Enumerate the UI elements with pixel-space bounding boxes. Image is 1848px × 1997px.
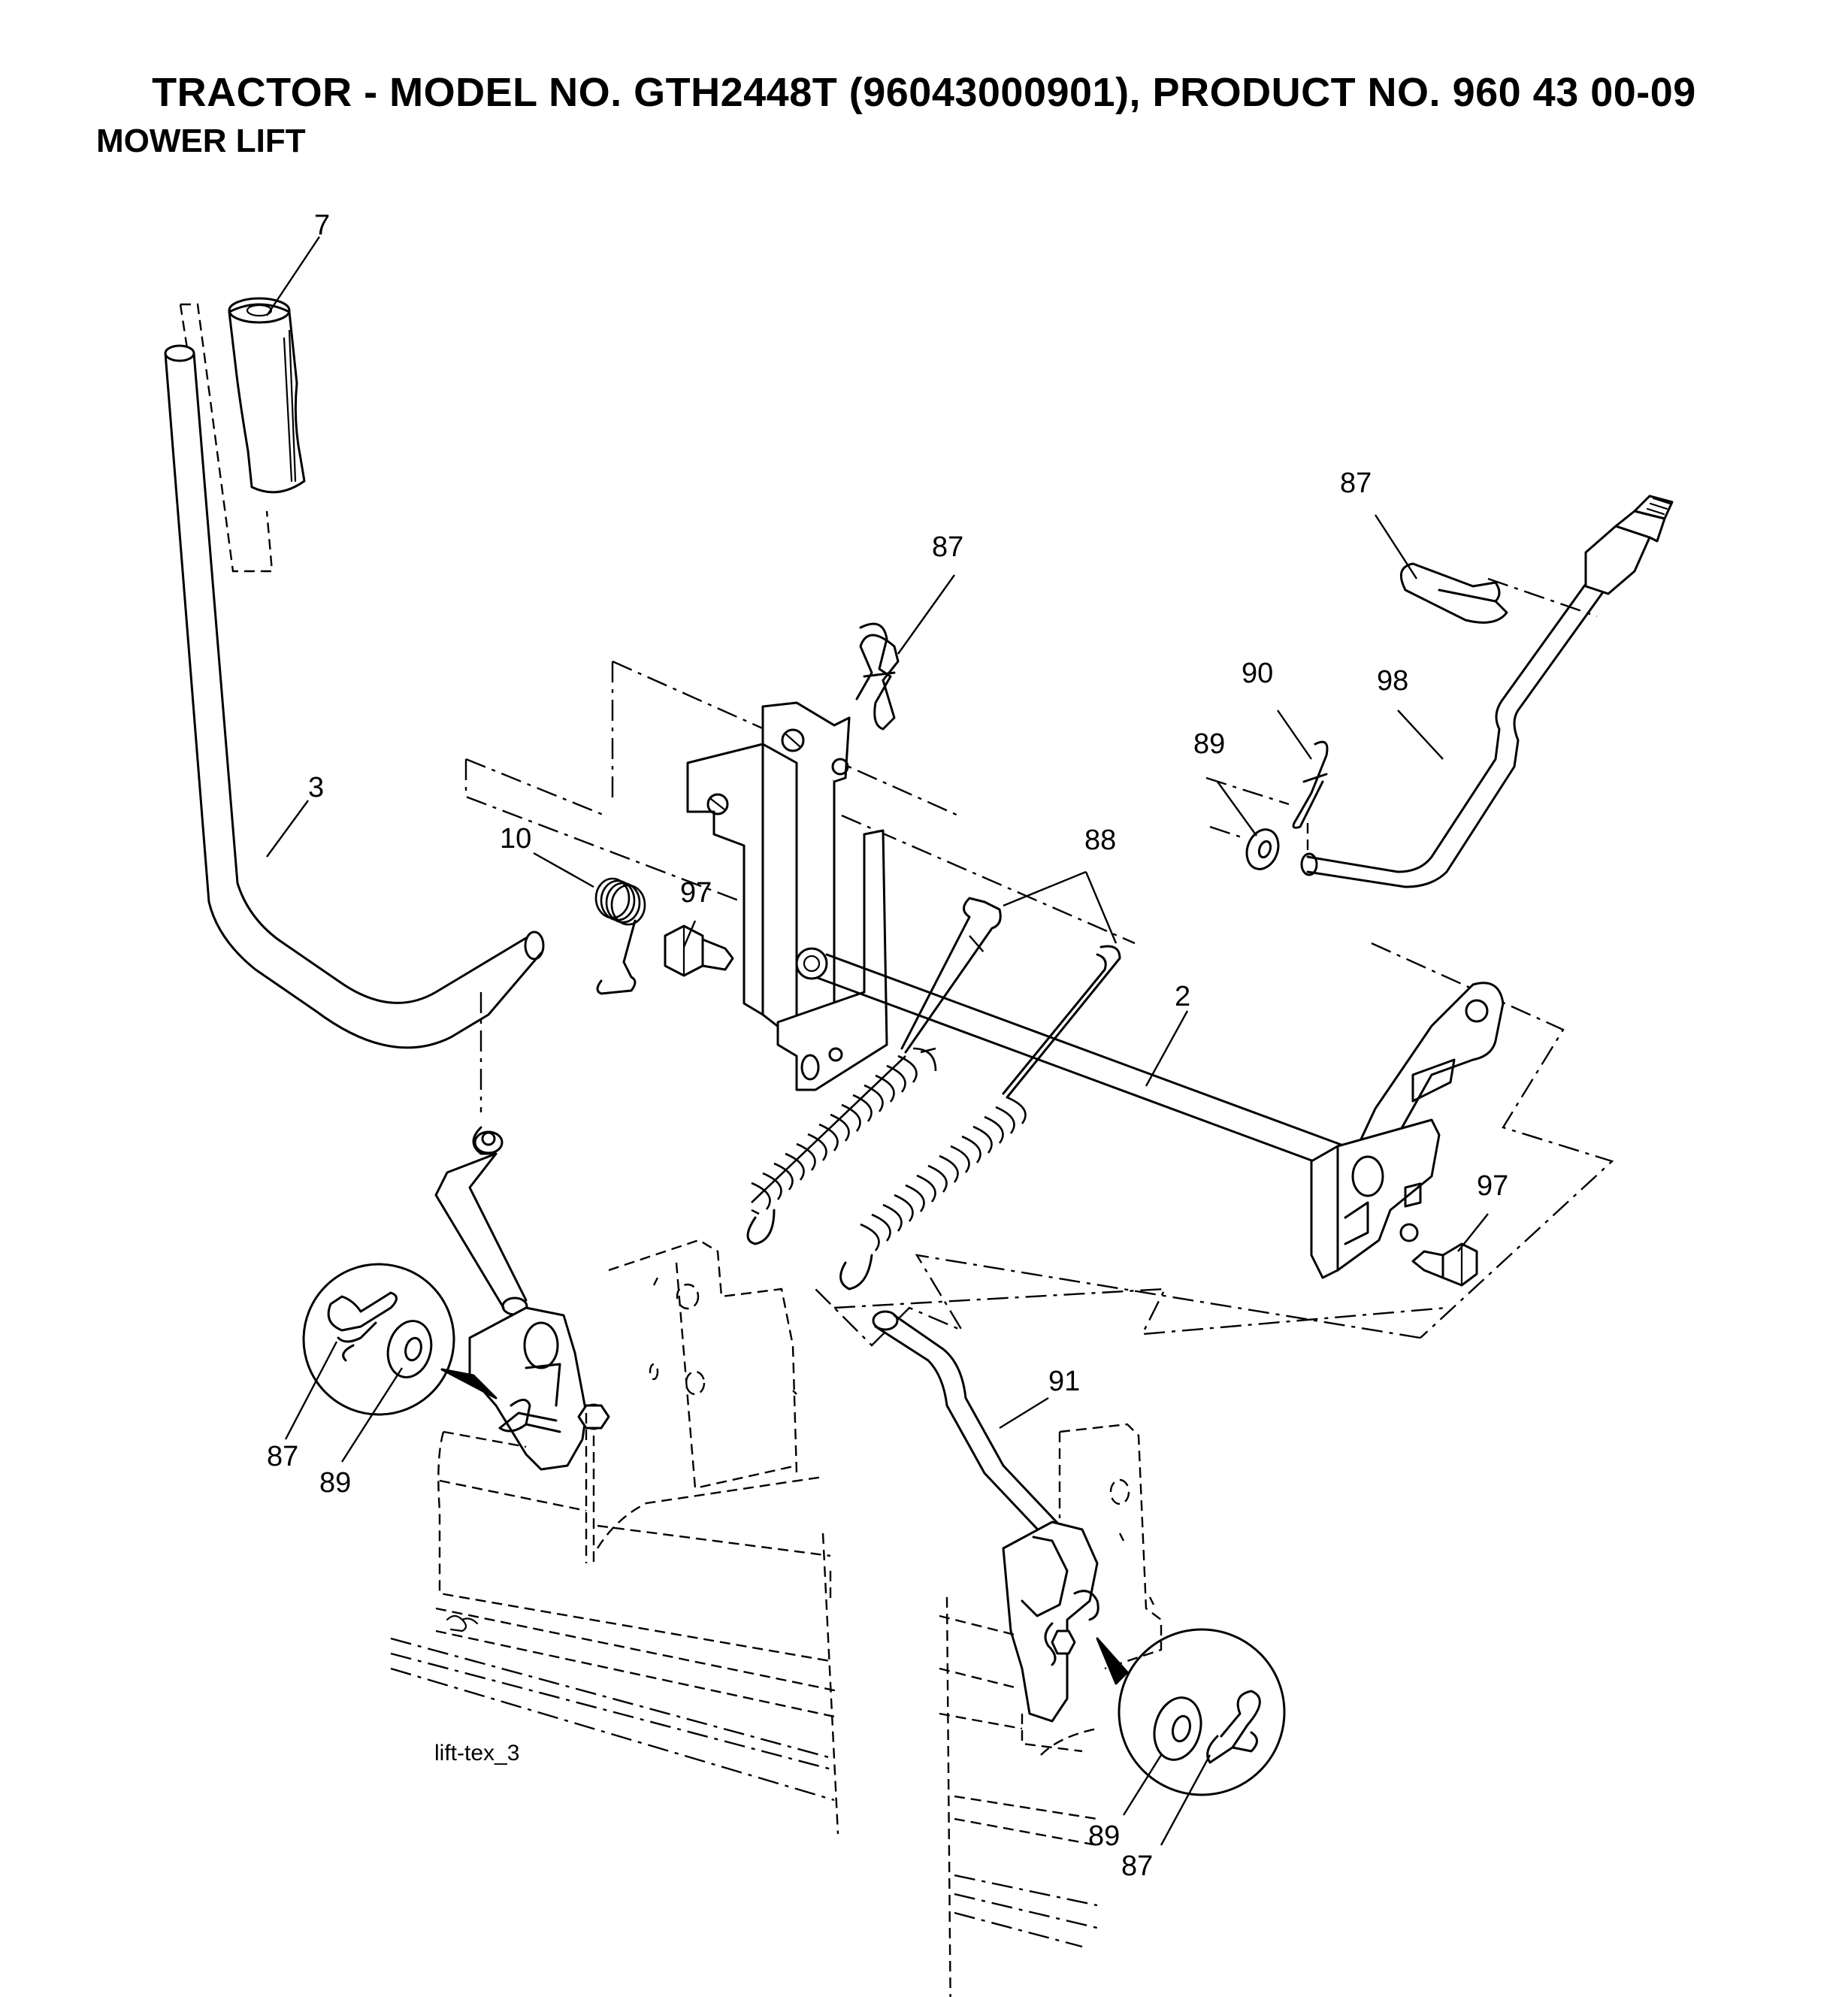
page-title: TRACTOR - MODEL NO. GTH2448T (9604300090… xyxy=(152,70,1696,115)
callout-lift-lever: 3 xyxy=(308,772,324,803)
callout-hairpin-top-center: 87 xyxy=(932,531,963,563)
callout-detail-right-hairpin: 87 xyxy=(1121,1850,1153,1882)
hairpin-left-link xyxy=(498,1399,561,1433)
callout-detail-left-hairpin: 87 xyxy=(267,1441,298,1472)
hairpin-top-center xyxy=(855,622,900,731)
bolt-left xyxy=(664,924,734,977)
spring-coils-right xyxy=(839,1096,1027,1290)
leader-lines xyxy=(266,236,1489,1846)
figure-reference: lift-tex_3 xyxy=(434,1741,519,1766)
callout-lift-shaft: 2 xyxy=(1175,981,1190,1012)
callout-clip-top-right: 90 xyxy=(1242,658,1273,689)
callout-extension-springs: 88 xyxy=(1084,825,1116,856)
callout-bolt-right: 97 xyxy=(1477,1170,1508,1202)
handle-grip xyxy=(228,297,306,494)
right-lift-arm xyxy=(1310,982,1505,1279)
frame-phantom-lines xyxy=(464,577,1614,1347)
callout-detail-left-washer: 89 xyxy=(319,1467,351,1499)
callout-handle-grip: 7 xyxy=(314,210,330,241)
callout-bolt-left: 97 xyxy=(680,877,712,909)
detail-circle-left xyxy=(302,1263,498,1416)
bolt-right xyxy=(1411,1242,1478,1287)
lift-link-right xyxy=(872,1310,1074,1554)
adjust-rod xyxy=(1300,495,1674,888)
right-deck-phantom xyxy=(939,1596,1098,1997)
hairpin-top-right xyxy=(1399,562,1508,624)
left-deck-phantom xyxy=(390,1430,839,1835)
right-frame-plate xyxy=(1002,1423,1163,1753)
section-title: MOWER LIFT xyxy=(96,123,306,159)
callout-adjust-rod: 98 xyxy=(1377,665,1408,697)
center-bracket xyxy=(686,701,888,1091)
left-frame-plate xyxy=(468,1239,798,1563)
washer-top-right xyxy=(1245,828,1280,870)
rod-axis-line xyxy=(1209,825,1245,840)
callout-lift-link: 91 xyxy=(1048,1366,1080,1397)
clip-top-right xyxy=(1292,740,1329,853)
torsion-spring xyxy=(594,877,646,995)
lift-lever xyxy=(164,303,545,1049)
callout-labels: 7 3 10 97 87 88 2 97 87 89 90 98 91 87 8… xyxy=(267,210,1508,1882)
extension-springs xyxy=(746,897,1121,1290)
detail-circle-right xyxy=(1096,1628,1286,1796)
lift-shaft xyxy=(795,947,1347,1170)
callout-detail-right-washer: 89 xyxy=(1088,1820,1120,1852)
callout-hairpin-top-right: 87 xyxy=(1340,467,1372,499)
callout-washer-top-right: 89 xyxy=(1193,728,1225,760)
callout-torsion-spring: 10 xyxy=(500,823,531,855)
left-lift-link xyxy=(434,1126,528,1316)
spring-coils-left xyxy=(746,1047,937,1245)
